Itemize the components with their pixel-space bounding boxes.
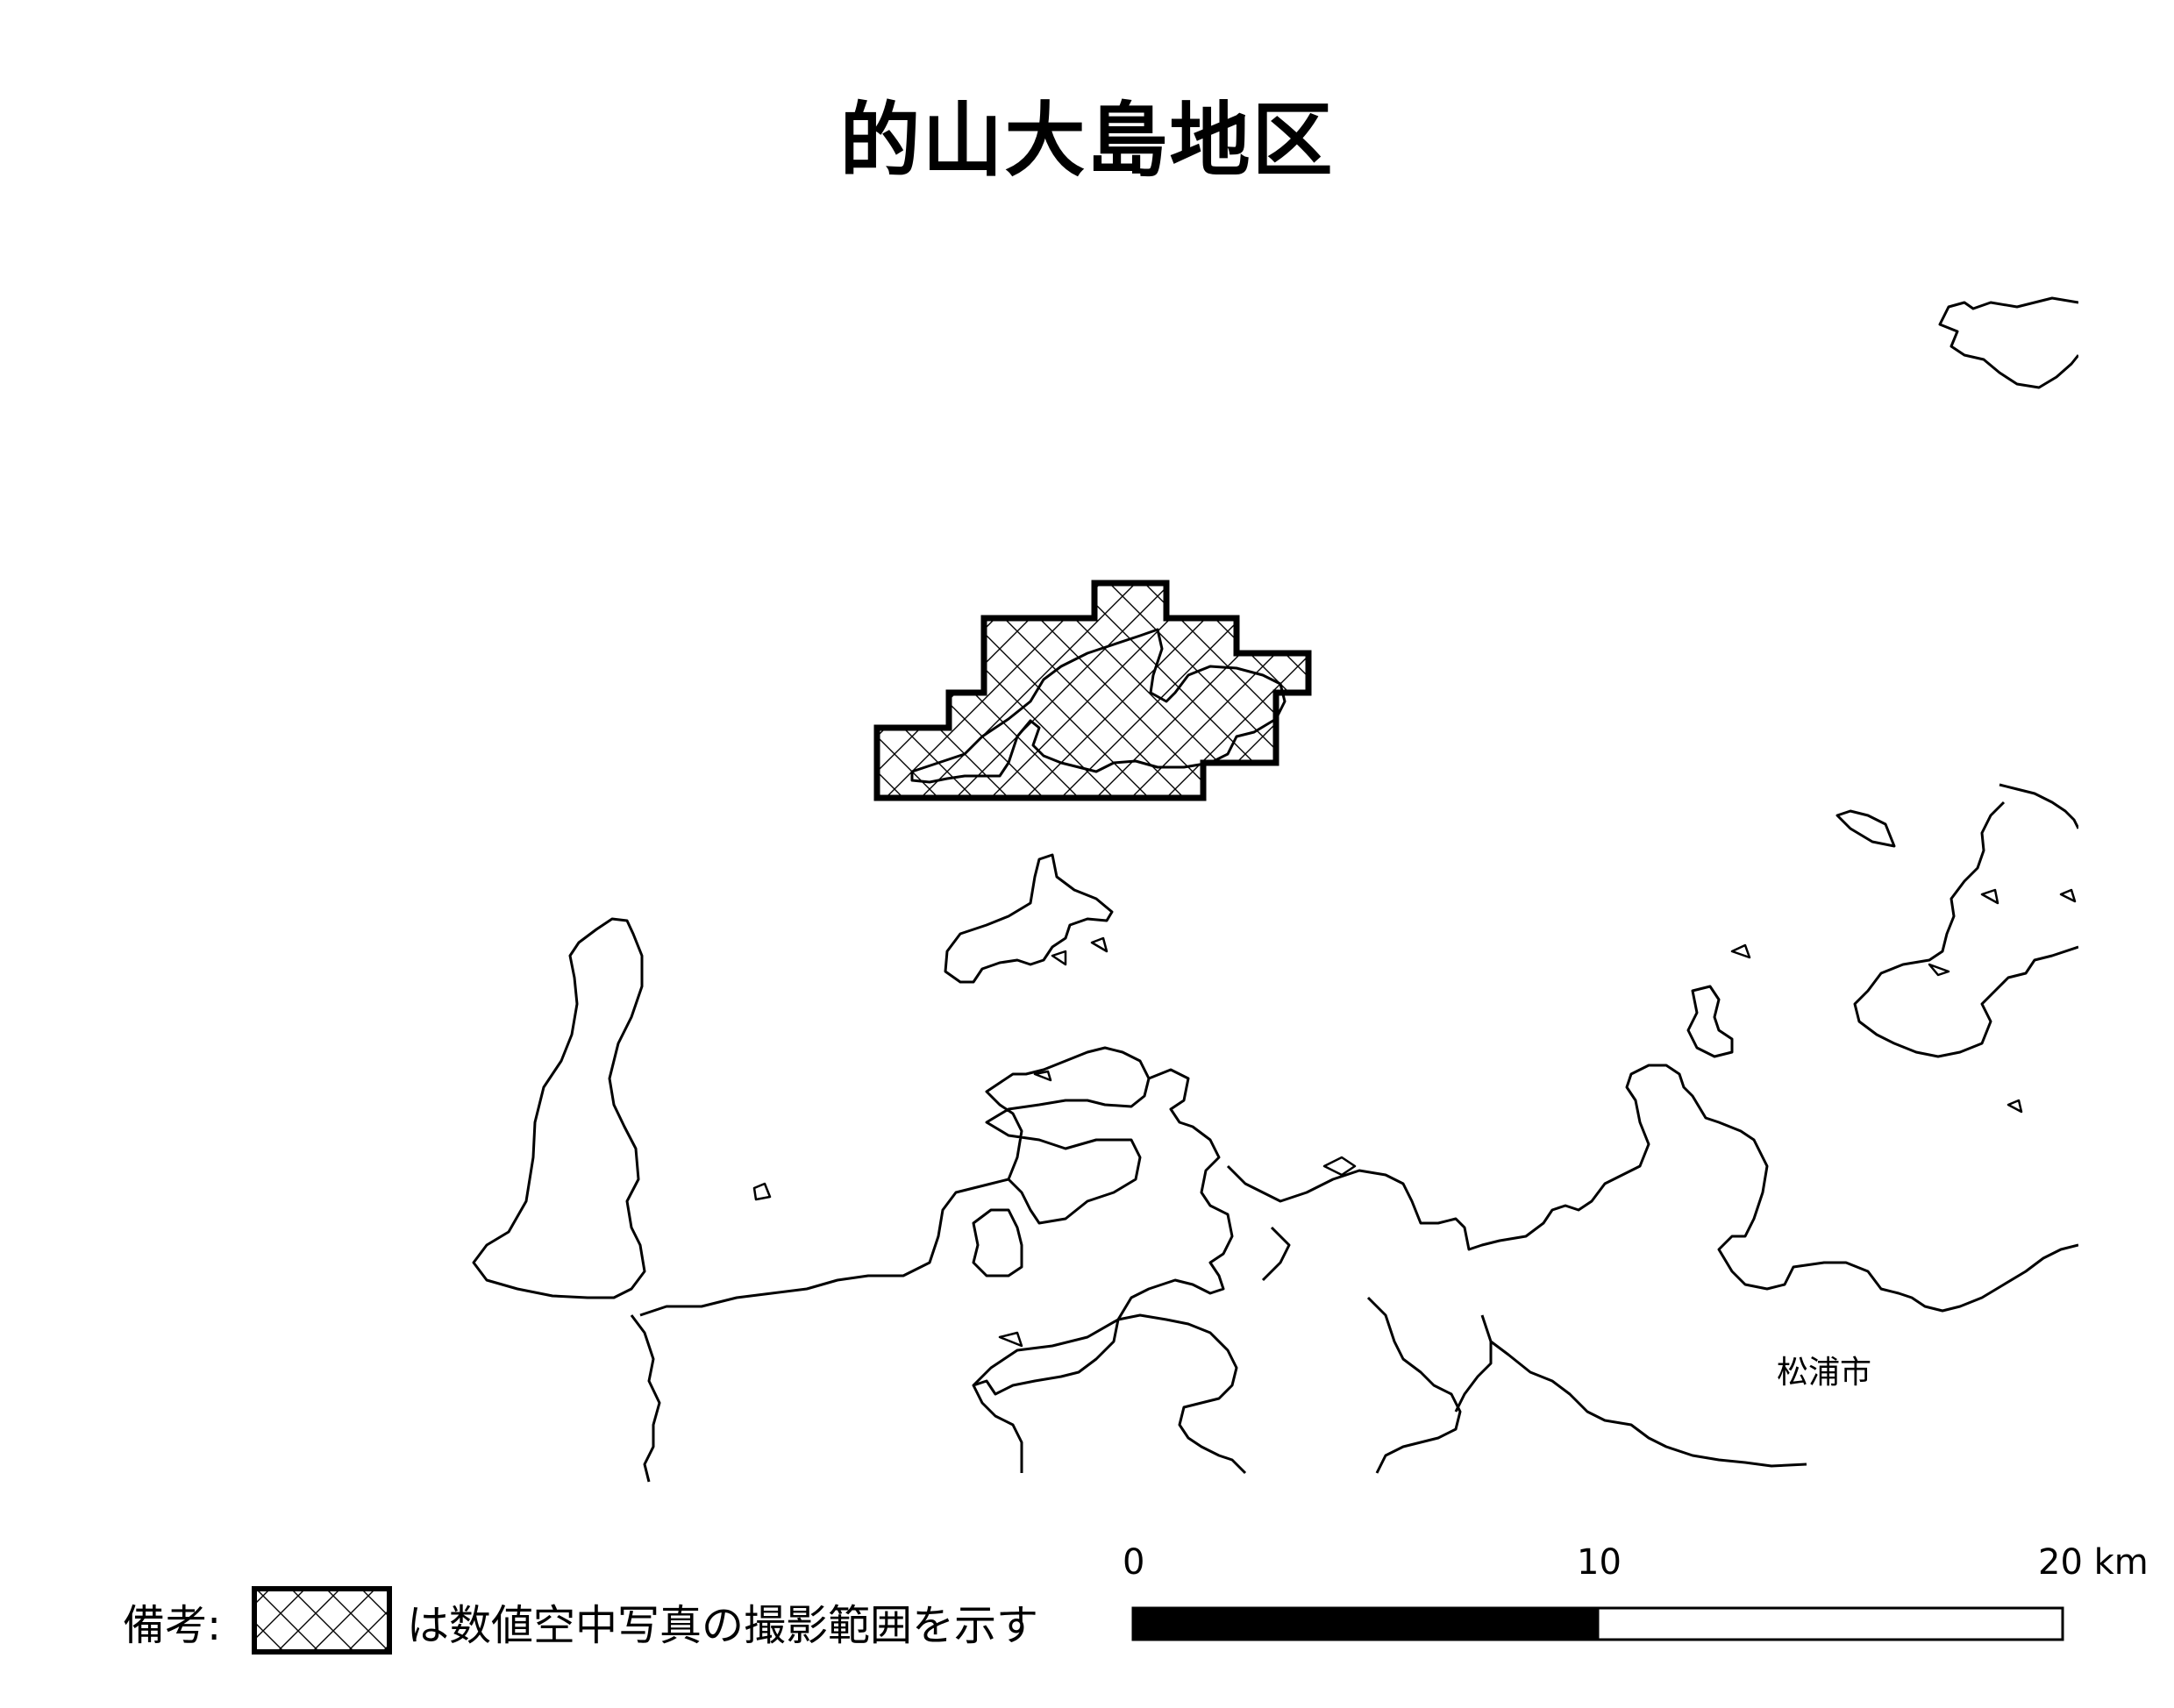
island-small-center-right	[1686, 985, 1734, 1058]
island-middle	[944, 853, 1114, 984]
survey-area	[873, 580, 1312, 801]
scale-tick-20: 20 km	[2038, 1542, 2149, 1583]
scale-bar-black	[1133, 1608, 1598, 1640]
scale-tick-10: 10	[1577, 1542, 1622, 1583]
map-title: 的山大島地区	[839, 94, 1335, 188]
legend-hatch-swatch	[252, 1586, 392, 1655]
legend-prefix: 備考:	[123, 1601, 222, 1650]
coast-southern	[1261, 1226, 1807, 1474]
island-small-peninsula	[972, 1208, 1023, 1277]
scale-bar-white	[1596, 1606, 2064, 1641]
coast-east-upper	[1835, 783, 2078, 848]
legend-description: は数値空中写真の撮影範囲を示す	[407, 1601, 1039, 1650]
place-label-matsuura: 松浦市	[1777, 1355, 1872, 1391]
island-west	[472, 917, 646, 1299]
coast-east-mid	[1853, 801, 2078, 1058]
coast-mainland-east	[1226, 1064, 2078, 1313]
island-northeast	[1938, 296, 2078, 389]
islets	[752, 888, 2077, 1348]
scale-bar	[1131, 1606, 2064, 1641]
scale-tick-0: 0	[1123, 1542, 1145, 1583]
coast-southwest	[630, 1313, 1247, 1483]
coast-mainland	[639, 1046, 1234, 1473]
